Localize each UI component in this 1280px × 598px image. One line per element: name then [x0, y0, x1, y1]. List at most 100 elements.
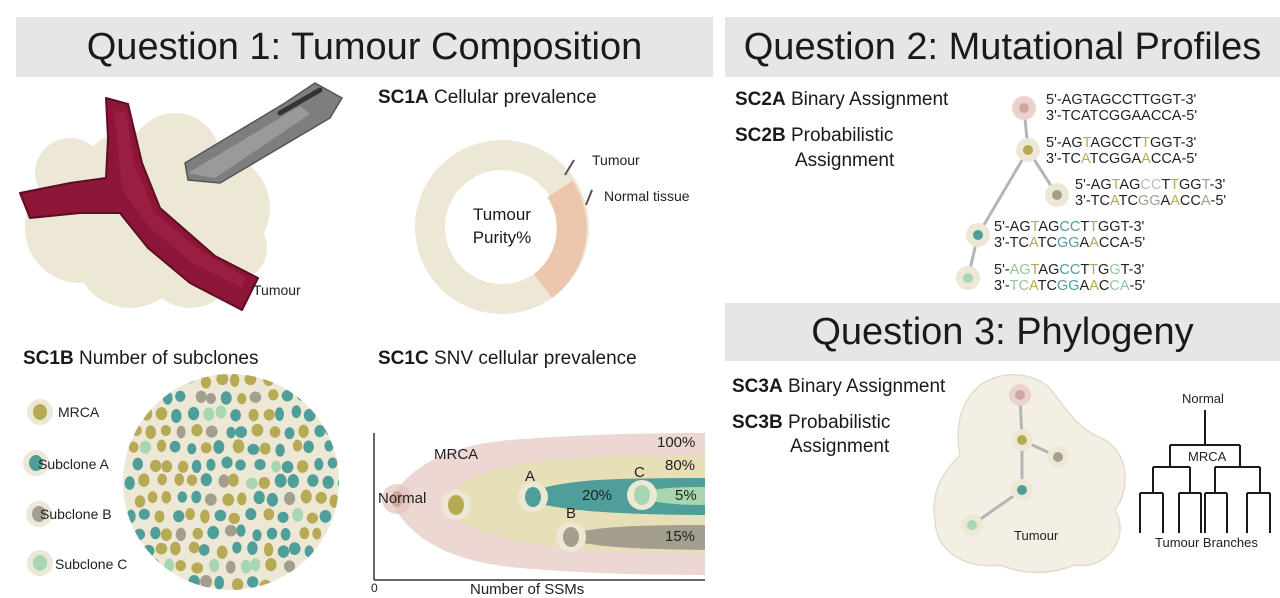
sc3a-label: Binary Assignment: [787, 376, 946, 397]
cell: [307, 474, 319, 487]
cell: [298, 424, 309, 438]
sequence-subclone-a: 5'-AGTAGCCTTGGT-3'3'-TCATCGGAACCA-5': [994, 219, 1146, 251]
cell: [185, 508, 195, 521]
phylo-node-c: [961, 514, 983, 536]
cell: [338, 577, 339, 589]
cell: [314, 425, 326, 438]
cell: [228, 473, 239, 487]
cell: [204, 493, 217, 506]
cell: [306, 512, 318, 524]
cell: [299, 527, 310, 540]
sc1b-code: SC1B: [23, 348, 74, 369]
cell: [291, 405, 302, 419]
cell: [235, 426, 247, 438]
sc1b-heading: SC1B Number of subclones: [23, 348, 259, 370]
phylogeny-dendrogram: [1139, 410, 1271, 533]
sc2a-label: Binary Assignment: [790, 89, 949, 110]
sequence-subclone-b: 5'-AGTAGCCTTGGT-3'3'-TCATCGGAACCA-5': [1075, 177, 1227, 209]
cell: [335, 507, 339, 521]
sc1a-label: Cellular prevalence: [433, 87, 597, 108]
cell: [232, 439, 245, 454]
cell: [138, 473, 150, 487]
cell: [231, 578, 244, 590]
sc3a-heading: SC3A Binary Assignment: [732, 376, 945, 398]
cell: [230, 409, 241, 422]
sc1a-code: SC1A: [378, 87, 429, 108]
dendro-branches-label: Tumour Branches: [1153, 535, 1260, 550]
cell: [259, 579, 272, 590]
cell: [154, 510, 165, 523]
subclone-legend-icons: [23, 399, 53, 576]
q3-title: Question 3: Phylogeny: [811, 310, 1194, 353]
cell: [278, 374, 288, 387]
cell: [128, 579, 139, 590]
cell: [263, 374, 275, 386]
phylo-node-a: [1011, 479, 1033, 501]
cell: [200, 376, 212, 389]
cell: [123, 406, 134, 418]
q2-title: Question 2: Mutational Profiles: [743, 25, 1262, 68]
fish-b-label: B: [566, 505, 577, 522]
cell: [200, 575, 212, 589]
cell: [269, 426, 281, 438]
cell: [147, 491, 158, 504]
cell: [159, 576, 169, 588]
sc2b-heading: SC2B Probabilistic: [735, 125, 893, 147]
subclone-b-node: [556, 522, 586, 552]
sc3b-label1: Probabilistic: [787, 412, 891, 433]
fish-c-label: C: [634, 464, 645, 481]
cell: [134, 495, 146, 508]
cell: [305, 575, 317, 588]
cell: [277, 545, 290, 558]
sequence-subclone-c: 5'-AGTAGCCTTGGT-3'3'-TCATCGGAACCA-5': [994, 262, 1146, 294]
cell: [300, 489, 312, 504]
phylo-node-mrca: [1011, 429, 1033, 451]
cell: [192, 527, 203, 540]
cell: [271, 460, 281, 473]
cell: [259, 442, 271, 455]
pct-15: 15%: [665, 528, 696, 545]
cell: [132, 457, 143, 471]
sc2b-label1: Probabilistic: [790, 125, 894, 146]
cell: [246, 477, 258, 490]
cell: [235, 459, 246, 471]
legend-subclone-a: Subclone A: [38, 456, 109, 472]
cell: [329, 494, 339, 508]
cell: [150, 459, 162, 473]
cell: [280, 528, 291, 541]
band-subclone-a: [520, 478, 705, 515]
cell: [287, 474, 299, 489]
cell: [303, 440, 314, 454]
cell: [281, 460, 294, 474]
cell: [209, 558, 220, 573]
subclone-a-cell-icon: [23, 450, 49, 476]
sc3b-label2: Assignment: [790, 436, 890, 457]
cell: [176, 425, 186, 439]
cell: [253, 490, 265, 505]
cell: [170, 541, 181, 556]
sc2a-code: SC2A: [735, 89, 786, 110]
cell: [177, 491, 188, 503]
cell: [232, 541, 242, 554]
cell: [187, 443, 197, 455]
cell: [284, 427, 295, 440]
cell: [139, 440, 152, 454]
cell: [177, 460, 189, 473]
pct-20: 20%: [582, 487, 613, 504]
cell: [315, 491, 327, 504]
cell: [324, 422, 337, 436]
q1-title-banner: Question 1: Tumour Composition: [16, 17, 713, 77]
cell: [155, 542, 168, 555]
cell: [134, 528, 145, 541]
dendro-mrca-label: MRCA: [1186, 449, 1229, 464]
cell: [200, 509, 210, 524]
cell: [237, 492, 247, 506]
tree-node-mrca: [1016, 138, 1040, 162]
cell: [254, 459, 266, 471]
sequence-mrca: 5'-AGTAGCCTTGGT-3'3'-TCATCGGAACCA-5': [1046, 135, 1198, 167]
sc3b-code: SC3B: [732, 412, 783, 433]
tree-node-b: [1045, 183, 1069, 207]
cell: [228, 512, 240, 524]
q2-title-banner: Question 2: Mutational Profiles: [725, 17, 1280, 77]
cell: [142, 544, 155, 557]
